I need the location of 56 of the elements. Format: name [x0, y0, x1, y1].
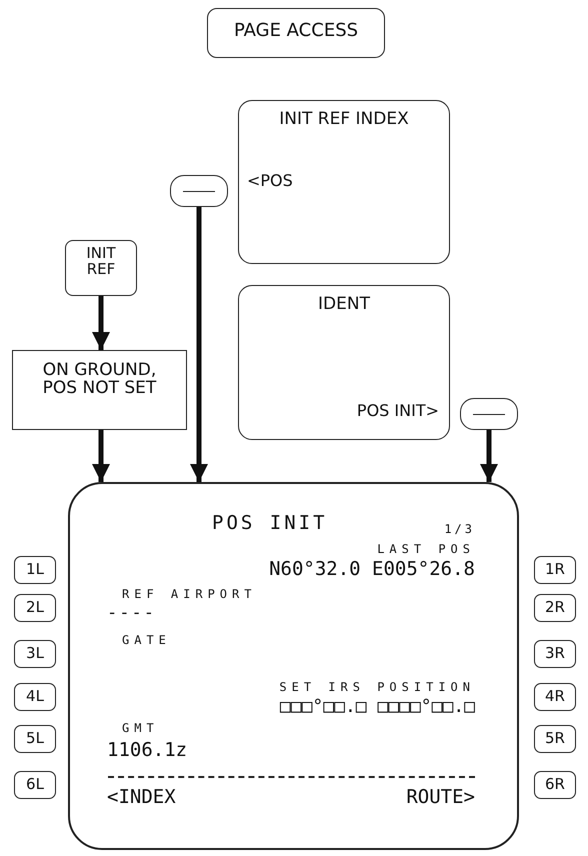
key-label: 3R [544, 644, 566, 662]
prompt-text: <INDEX [107, 786, 176, 808]
key-label: 5R [544, 729, 566, 747]
key-label: 5L [25, 729, 45, 747]
arrow [480, 430, 498, 482]
function-key [65, 240, 137, 296]
arrow [92, 430, 110, 482]
key-label: 4L [25, 687, 45, 705]
line-select-key [14, 725, 56, 753]
key-label: 4R [544, 687, 566, 705]
key-label: 2L [25, 598, 45, 616]
field-label: REF AIRPORT [122, 587, 256, 601]
key-label: INIT REF [85, 246, 117, 278]
title-box [207, 8, 385, 58]
line-select-key [14, 556, 56, 584]
page-box [238, 100, 450, 264]
line-select-key [14, 683, 56, 711]
line-select-key [460, 398, 518, 430]
page-box [238, 285, 450, 440]
condition-box [12, 350, 187, 430]
line-select-key [14, 640, 56, 668]
field-label: GATE [122, 633, 171, 647]
prompt-text: POS INIT> [356, 401, 439, 420]
position-value: N60°32.0 E005°26.8 [269, 558, 475, 580]
page-title: POS INIT [212, 512, 328, 534]
field-label: SET IRS POSITION [279, 680, 475, 694]
key-label: 6L [25, 775, 45, 793]
key-label: 3L [25, 644, 45, 662]
line-select-key [170, 175, 228, 207]
line-select-key [534, 683, 576, 711]
page-title: PAGE ACCESS [232, 22, 360, 41]
empty-field: ---- [107, 603, 156, 623]
field-label: LAST POS [377, 542, 475, 556]
page-heading: INIT REF INDEX [278, 111, 410, 129]
page-heading: IDENT [317, 296, 371, 314]
line-select-key [534, 771, 576, 799]
line-select-key [14, 594, 56, 622]
prompt-text: <POS [247, 171, 293, 190]
entry-boxes: □□□°□□.□ □□□□°□□.□ [280, 696, 475, 717]
display-screen [68, 482, 519, 850]
key-label: 6R [544, 775, 566, 793]
line-select-key [534, 556, 576, 584]
key-label: 1R [544, 560, 566, 578]
line-select-key [534, 725, 576, 753]
prompt-text: ROUTE> [406, 786, 475, 808]
field-label: GMT [122, 721, 159, 735]
page-number: 1/3 [444, 522, 475, 536]
time-value: 1106.1z [107, 739, 188, 761]
condition-text: ON GROUND, POS NOT SET [42, 362, 158, 398]
arrow [92, 296, 110, 350]
key-label: 2R [544, 598, 566, 616]
arrow [190, 207, 208, 482]
key-label: 1L [25, 560, 45, 578]
line-select-key [14, 771, 56, 799]
line-select-key [534, 594, 576, 622]
line-select-key [534, 640, 576, 668]
